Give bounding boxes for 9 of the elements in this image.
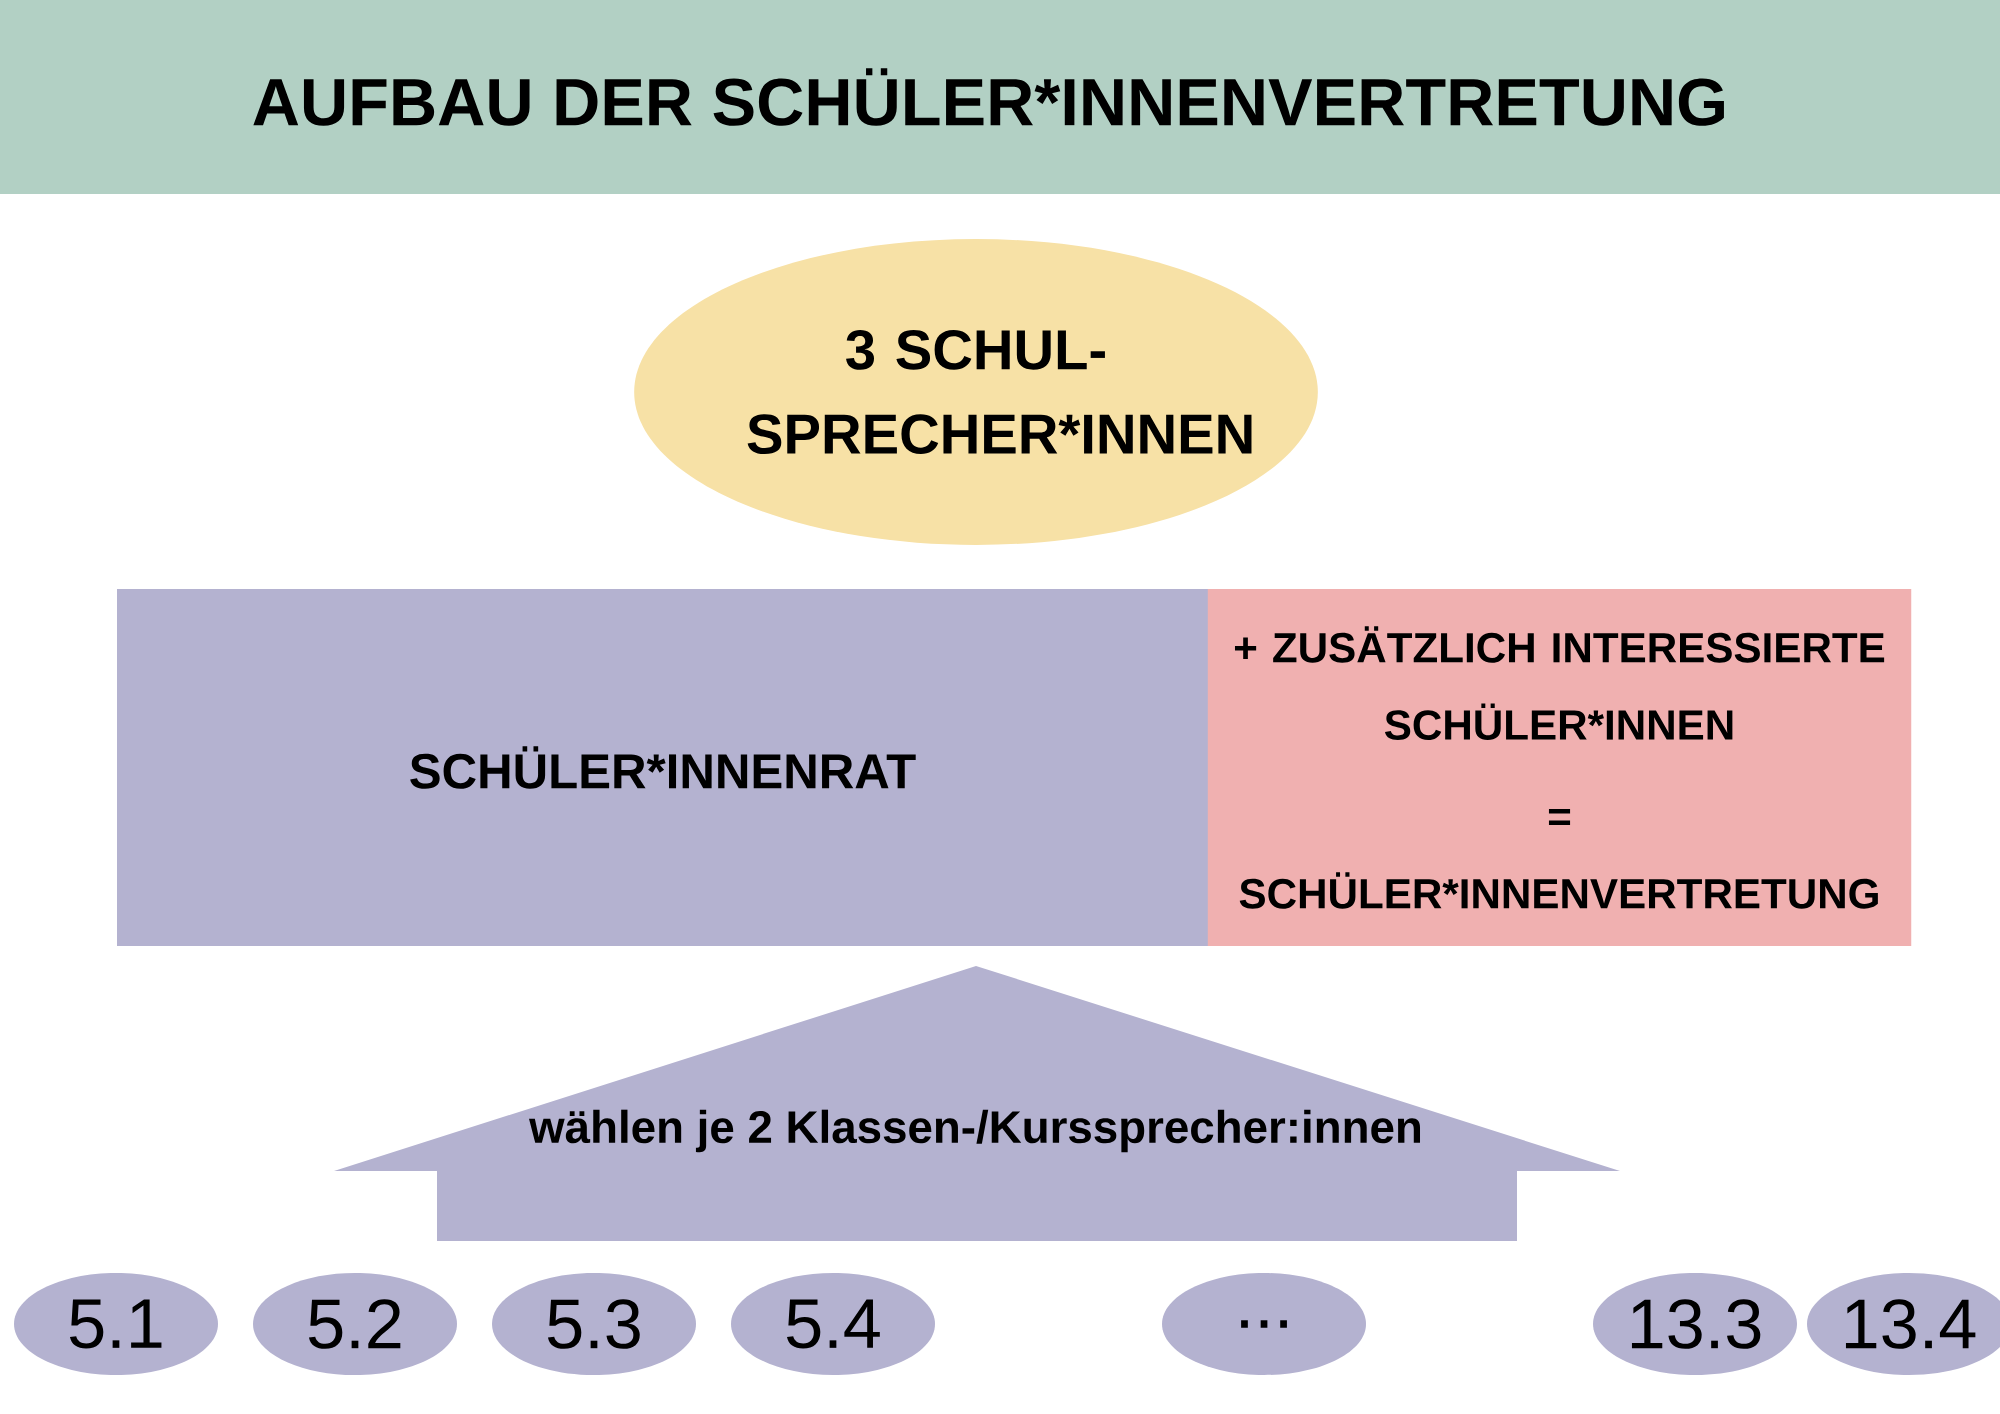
oval: 5.1 — [14, 1273, 218, 1375]
oval: 5.3 — [492, 1273, 696, 1375]
oval: ... — [1162, 1273, 1366, 1375]
oval: 5.2 — [253, 1273, 457, 1375]
box: SCHÜLER*INNENRAT — [117, 589, 1208, 946]
oval: 5.4 — [731, 1273, 935, 1375]
title: AUFBAU DER SCHÜLER*INNENVERTRETUNG — [253, 68, 1724, 126]
box: + ZUSÄTZLICH INTERESSIERTE SCHÜLER*INNEN = SCHÜLER*INNENVERTRETUNG — [1207, 589, 1912, 946]
oval: 13.3 — [1593, 1273, 1797, 1375]
